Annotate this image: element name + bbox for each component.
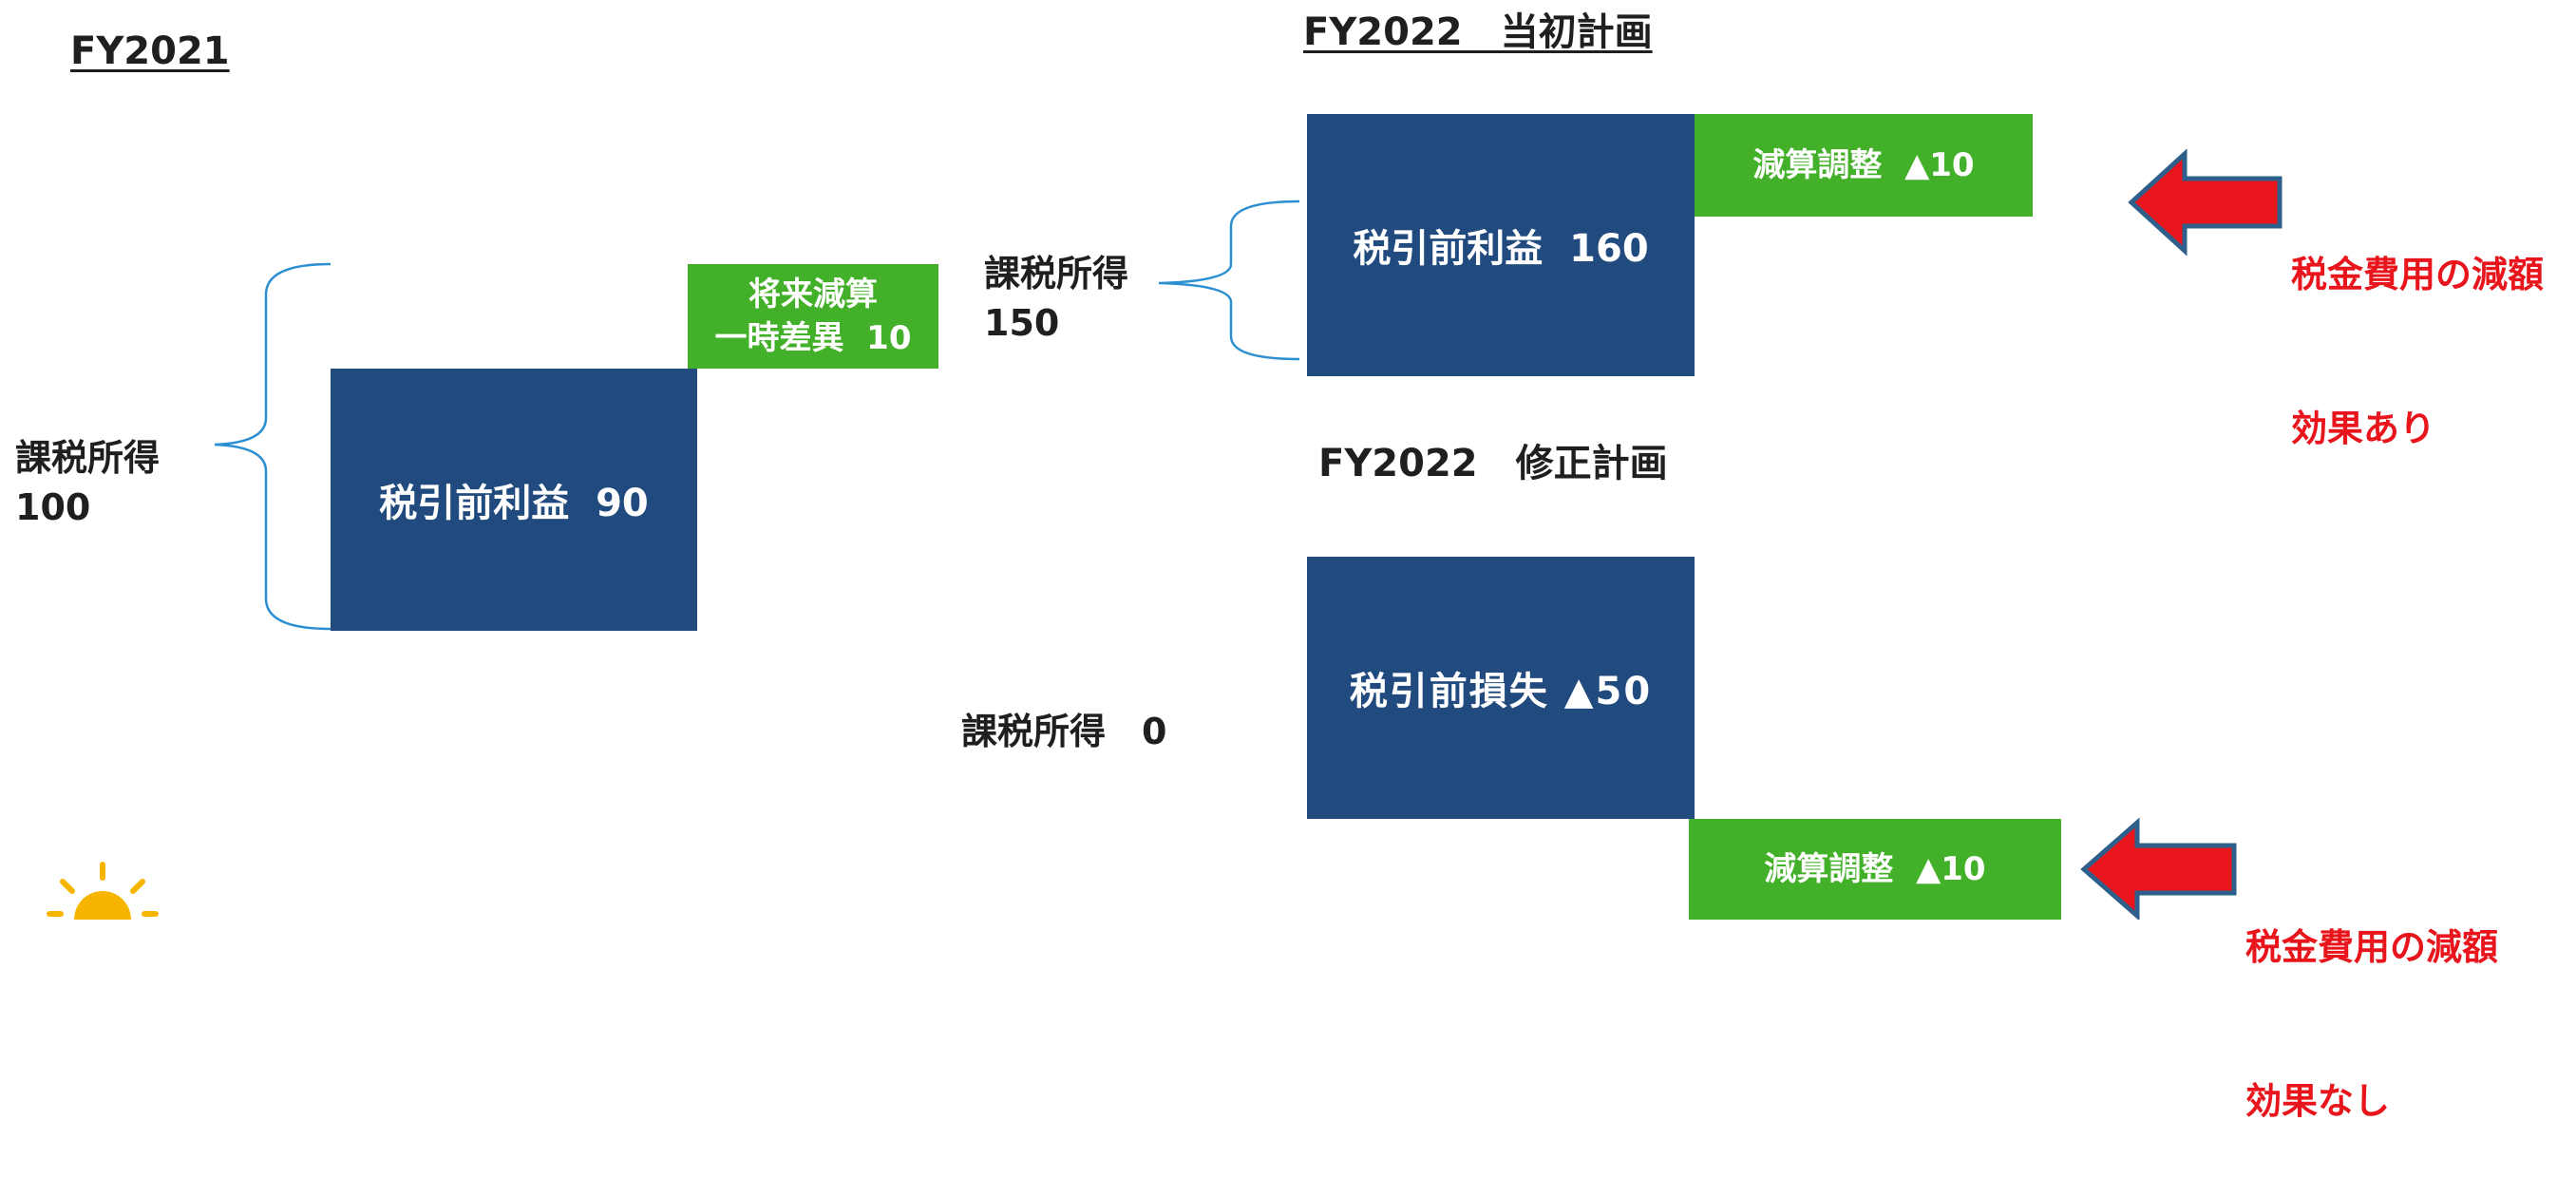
fy2021-pretax-profit-box: 税引前利益 90 [331, 369, 697, 631]
sun-icon [47, 862, 159, 920]
fy2022-revised-note-line1: 税金費用の減額 [2245, 926, 2499, 968]
fy2022-revised-deduction-adjustment-label: 減算調整 ▲10 [1764, 850, 1986, 888]
fy2021-taxable-income-label: 課税所得 [15, 437, 161, 479]
fy2021-brace [214, 262, 331, 631]
fy2021-pretax-profit-label: 税引前利益 90 [379, 482, 649, 525]
fy2022-initial-title: FY2022 当初計画 [1303, 10, 1653, 54]
red-left-arrow-icon [2128, 148, 2282, 256]
fy2022-initial-deduction-adjustment-label: 減算調整 ▲10 [1752, 146, 1975, 184]
fy2022-revised-deduction-adjustment-box: 減算調整 ▲10 [1689, 819, 2061, 920]
fy2021-temp-diff-line2: 一時差異 10 [714, 319, 912, 357]
fy2021-deductible-temp-diff-box: 将来減算 一時差異 10 [688, 264, 938, 369]
red-left-arrow-icon [2080, 817, 2237, 920]
fy2021-temp-diff-line1: 将来減算 [748, 276, 878, 314]
diagram-graphics [47, 148, 2282, 920]
fy2022-brace [1158, 200, 1300, 361]
fy2021-title: FY2021 [70, 29, 230, 73]
fy2021-taxable-income-value: 100 [15, 486, 91, 528]
fy2022-initial-taxable-income-label: 課税所得 [984, 253, 1129, 294]
fy2022-initial-deduction-adjustment-box: 減算調整 ▲10 [1695, 114, 2033, 217]
fy2022-revised-note: 税金費用の減額 効果なし [2245, 819, 2498, 1178]
fy2022-initial-note-line2: 効果あり [2291, 408, 2436, 449]
fy2022-initial-pretax-profit-box: 税引前利益 160 [1307, 114, 1695, 376]
fy2022-revised-note-line2: 効果なし [2245, 1080, 2391, 1122]
fy2022-initial-note-line1: 税金費用の減額 [2291, 254, 2545, 295]
fy2022-revised-pretax-loss-label: 税引前損失 ▲50 [1349, 670, 1653, 713]
fy2022-revised-taxable-income: 課税所得 0 [961, 711, 1167, 752]
fy2022-initial-taxable-income-value: 150 [984, 302, 1060, 344]
fy2022-initial-pretax-profit-label: 税引前利益 160 [1353, 227, 1649, 271]
fy2022-revised-pretax-loss-box: 税引前損失 ▲50 [1307, 557, 1695, 819]
fy2022-initial-note: 税金費用の減額 効果あり [2291, 146, 2544, 505]
fy2022-revised-title: FY2022 修正計画 [1318, 442, 1668, 485]
